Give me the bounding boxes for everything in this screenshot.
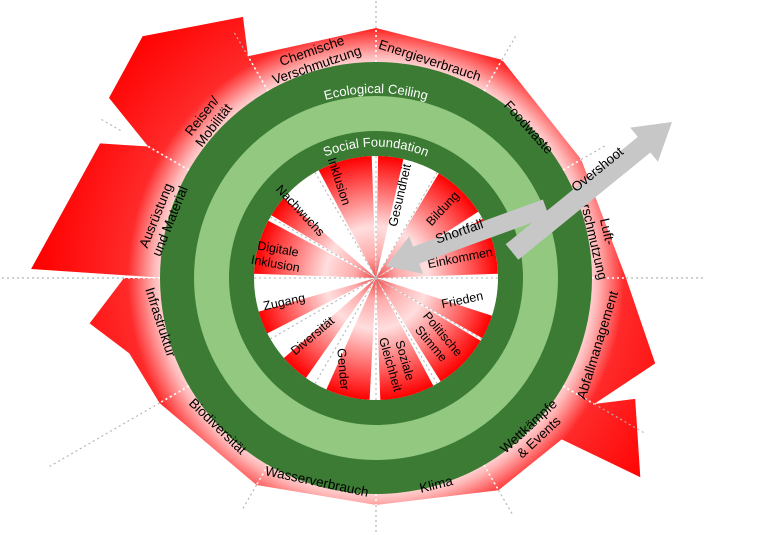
outer-segment-wettkaempfe_events bbox=[481, 383, 641, 491]
ecological-ceiling-label: Ecological Ceiling bbox=[322, 81, 430, 103]
sector-divider bbox=[48, 402, 160, 468]
sector-divider bbox=[501, 35, 517, 61]
inner-sector-divider bbox=[270, 277, 377, 340]
sector-divider bbox=[483, 59, 503, 92]
inner-sector-divider bbox=[270, 216, 377, 279]
outer-segment-biodiversitaet bbox=[159, 383, 271, 485]
outer-segment-reisen_mobilitaet bbox=[109, 16, 271, 174]
sector-divider bbox=[120, 129, 190, 171]
sector-divider bbox=[562, 385, 595, 405]
inner-sector-divider bbox=[375, 172, 438, 279]
overshoot-arrow bbox=[505, 122, 672, 260]
inner-segment-frieden bbox=[376, 278, 492, 339]
outer-segment-foodwaste bbox=[481, 59, 582, 173]
sector-divider bbox=[98, 117, 121, 132]
outer-segment-abfallmanagement bbox=[557, 278, 656, 404]
sector-divider bbox=[562, 158, 582, 171]
inner-segment-gender bbox=[326, 278, 376, 400]
inner-segment-politische_stimme bbox=[376, 278, 481, 382]
inner-segment-diversitaet bbox=[283, 278, 376, 378]
outer-segment-chemische_verschmutzung bbox=[248, 28, 376, 97]
sector-divider bbox=[159, 385, 190, 404]
inner-segment-soziale_gleichheit bbox=[376, 278, 434, 400]
inner-sector-divider bbox=[375, 277, 482, 340]
sector-divider bbox=[497, 489, 514, 515]
inner-sector-divider bbox=[375, 277, 438, 384]
inner-segment-gesundheit bbox=[376, 156, 404, 278]
sector-divider bbox=[255, 464, 269, 486]
inner-segment-nachwuchs bbox=[271, 198, 376, 278]
inner-sector-divider bbox=[314, 172, 377, 279]
inner-segment-inklusion bbox=[318, 156, 376, 278]
inner-segment-digitale_inklusion bbox=[254, 220, 376, 278]
inner-segment-label-gender: Gender bbox=[334, 348, 352, 391]
sector-divider bbox=[247, 55, 269, 92]
inner-sector-divider bbox=[314, 277, 377, 384]
shortfall-arrow bbox=[386, 199, 550, 274]
sector-divider bbox=[241, 484, 258, 510]
outer-segment-energieverbrauch bbox=[376, 28, 502, 97]
outer-segment-ausruestung_material bbox=[31, 143, 195, 278]
inner-segment-zugang bbox=[258, 278, 376, 334]
